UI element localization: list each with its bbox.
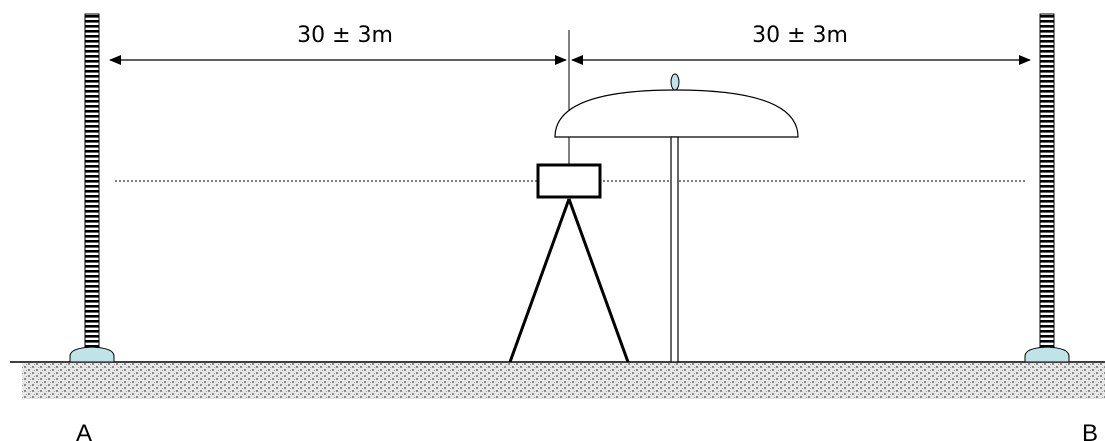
rod-a-base: [69, 346, 115, 363]
leveling-rod-a: [69, 13, 115, 363]
point-label-b: B: [1082, 420, 1098, 441]
dimension-lines: [109, 30, 1031, 165]
leveling-rod-b: [1024, 13, 1070, 363]
tripod-leg-right: [567, 198, 630, 363]
point-label-a: A: [76, 420, 92, 441]
rod-b-base: [1024, 346, 1070, 363]
level-instrument: [508, 163, 630, 363]
umbrella-tip: [670, 73, 680, 91]
distance-label-left: 30 ± 3m: [297, 23, 393, 48]
umbrella-canopy: [554, 89, 799, 138]
rod-b-staff: [1039, 13, 1055, 353]
tripod-leg-left: [508, 198, 571, 363]
umbrella: [554, 73, 799, 363]
ground-texture: [22, 363, 1105, 399]
ground: [10, 361, 1105, 399]
level-body: [536, 163, 602, 199]
distance-label-right: 30 ± 3m: [752, 23, 848, 48]
rod-a-staff: [84, 13, 100, 353]
umbrella-pole: [670, 136, 679, 363]
